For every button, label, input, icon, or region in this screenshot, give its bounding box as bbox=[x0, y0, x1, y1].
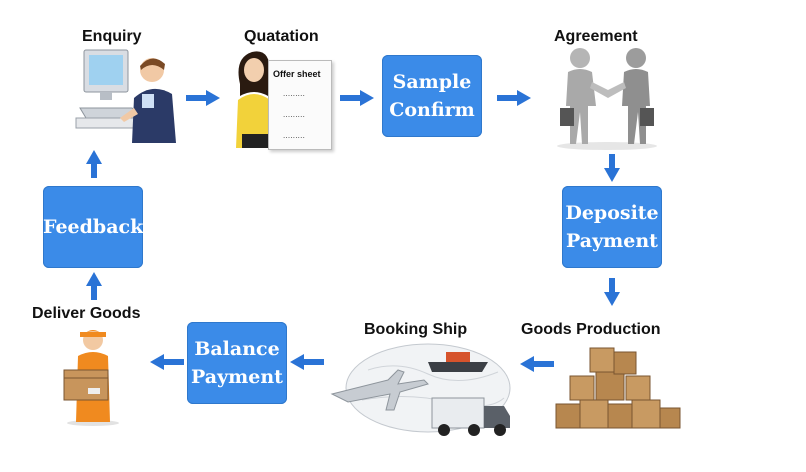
delivery-man-icon bbox=[63, 330, 119, 426]
sample-confirm-box: Sample Confirm bbox=[382, 55, 482, 137]
agreement-label: Agreement bbox=[554, 28, 638, 45]
deposite-payment-box: Deposite Payment bbox=[562, 186, 662, 268]
booking-ship-label: Booking Ship bbox=[364, 321, 468, 338]
offer-sheet-dots-2: . . . . . . . . . bbox=[283, 110, 305, 119]
offer-sheet-title: Offer sheet bbox=[273, 69, 321, 79]
arrow-sample-to-agreement bbox=[497, 90, 531, 106]
arrow-deposit-to-production bbox=[604, 278, 620, 306]
arrow-production-to-booking bbox=[520, 356, 554, 372]
arrow-booking-to-balance bbox=[290, 354, 324, 370]
enquiry-label: Enquiry bbox=[82, 28, 142, 45]
arrow-agreement-to-deposit bbox=[604, 154, 620, 182]
quotation-label: Quatation bbox=[244, 28, 319, 45]
arrow-enquiry-to-quotation bbox=[186, 90, 220, 106]
deposite-payment-line1: Deposite bbox=[565, 202, 659, 224]
boxes-stack-icon bbox=[555, 347, 681, 429]
arrow-deliver-to-feedback bbox=[86, 272, 102, 300]
deliver-goods-label: Deliver Goods bbox=[32, 305, 141, 322]
arrow-feedback-to-enquiry bbox=[86, 150, 102, 178]
offer-sheet-paper: Offer sheet . . . . . . . . . . . . . . … bbox=[268, 60, 332, 150]
arrow-balance-to-deliver bbox=[150, 354, 184, 370]
goods-production-label: Goods Production bbox=[521, 321, 661, 338]
balance-payment-box: Balance Payment bbox=[187, 322, 287, 404]
plane-ship-truck-icon bbox=[330, 343, 511, 436]
handshake-icon bbox=[557, 48, 657, 150]
sample-confirm-line2: Confirm bbox=[389, 99, 475, 121]
computer-user-icon bbox=[75, 49, 176, 143]
offer-sheet-dots-3: . . . . . . . . . bbox=[283, 131, 305, 140]
offer-sheet-dots-1: . . . . . . . . . bbox=[283, 89, 305, 98]
feedback-line: Feedback bbox=[43, 216, 144, 238]
deposite-payment-line2: Payment bbox=[566, 230, 658, 252]
arrow-quotation-to-sample bbox=[340, 90, 374, 106]
balance-payment-line2: Payment bbox=[191, 366, 283, 388]
feedback-box: Feedback bbox=[43, 186, 143, 268]
sample-confirm-line1: Sample bbox=[392, 71, 472, 93]
balance-payment-line1: Balance bbox=[194, 338, 280, 360]
